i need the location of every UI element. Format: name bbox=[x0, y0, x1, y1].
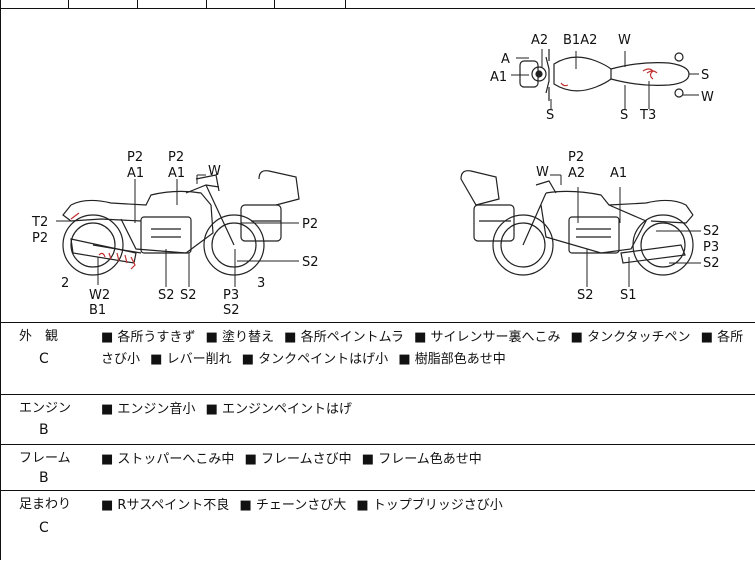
section-engine: エンジン B エンジン音小 エンジンペイントはげ bbox=[0, 394, 755, 445]
item: サイレンサー裏へこみ bbox=[414, 330, 560, 345]
item: フレームさび中 bbox=[245, 452, 352, 467]
item: 樹脂部色あせ中 bbox=[398, 352, 505, 367]
label-right-a2: A2 bbox=[568, 166, 585, 181]
item: タンクペイントはげ小 bbox=[242, 352, 388, 367]
label-right-s2c: S2 bbox=[577, 288, 594, 303]
section-grade: B bbox=[39, 422, 49, 438]
motorcycle-diagram-svg: A A1 A2 B1A2 W S W S S T3 P2 A1 P2 A1 W … bbox=[31, 33, 720, 318]
section-grade: C bbox=[39, 520, 49, 536]
section-frame: フレーム B ストッパーへこみ中 フレームさび中 フレーム色あせ中 bbox=[0, 444, 755, 491]
section-items: 各所うすきず 塗り替え 各所ペイントムラ サイレンサー裏へこみ タンクタッチペン… bbox=[101, 327, 749, 371]
item: 各所うすきず bbox=[101, 330, 195, 345]
label-left-p2c: P2 bbox=[32, 231, 48, 246]
left-side-leaders bbox=[56, 174, 299, 287]
diagram-labels: A A1 A2 B1A2 W S W S S T3 P2 A1 P2 A1 W … bbox=[31, 33, 720, 318]
section-grade: B bbox=[39, 470, 49, 486]
label-left-a1a: A1 bbox=[127, 166, 144, 181]
label-top-s3: S bbox=[620, 108, 628, 123]
label-right-a1: A1 bbox=[610, 166, 627, 181]
label-top-a2: A2 bbox=[531, 33, 548, 48]
label-right-p3: P3 bbox=[703, 240, 719, 255]
left-side-motorcycle bbox=[62, 170, 300, 276]
label-left-a1b: A1 bbox=[168, 166, 185, 181]
item: ストッパーへこみ中 bbox=[101, 452, 234, 467]
section-suspension: 足まわり C Rサスペイント不良 チェーンさび大 トップブリッジさび小 bbox=[0, 490, 755, 560]
label-left-p2b: P2 bbox=[168, 150, 184, 165]
section-grade: C bbox=[39, 351, 49, 367]
label-right-w: W bbox=[536, 165, 549, 180]
right-side-leaders bbox=[550, 174, 701, 287]
item: タンクタッチペン bbox=[571, 330, 691, 345]
label-left-p3: P3 bbox=[223, 288, 239, 303]
label-right-s2b: S2 bbox=[703, 256, 720, 271]
label-left-2: 2 bbox=[61, 276, 69, 291]
label-top-s1: S bbox=[701, 68, 709, 83]
label-right-s2a: S2 bbox=[703, 224, 720, 239]
label-left-b1: B1 bbox=[89, 303, 106, 318]
label-left-p2d: P2 bbox=[302, 217, 318, 232]
label-top-a: A bbox=[501, 52, 510, 67]
item: フレーム色あせ中 bbox=[362, 452, 482, 467]
top-view-motorcycle bbox=[519, 49, 690, 101]
label-top-a1: A1 bbox=[490, 70, 507, 85]
label-left-s2d: S2 bbox=[302, 255, 319, 270]
label-right-p2: P2 bbox=[568, 150, 584, 165]
label-top-b1a2: B1A2 bbox=[563, 33, 597, 48]
item: 各所ペイントムラ bbox=[284, 330, 404, 345]
item: 塗り替え bbox=[206, 330, 274, 345]
label-left-w2: W2 bbox=[89, 288, 110, 303]
section-items: Rサスペイント不良 チェーンさび大 トップブリッジさび小 bbox=[101, 495, 509, 517]
label-left-3: 3 bbox=[257, 276, 265, 291]
section-category: 足まわり bbox=[19, 497, 72, 512]
section-items: エンジン音小 エンジンペイントはげ bbox=[101, 399, 358, 421]
item: チェーンさび大 bbox=[239, 498, 346, 513]
label-top-w2: W bbox=[701, 90, 714, 105]
section-category: フレーム bbox=[19, 451, 71, 466]
right-side-motorcycle bbox=[460, 170, 694, 276]
section-items: ストッパーへこみ中 フレームさび中 フレーム色あせ中 bbox=[101, 449, 488, 471]
label-top-t3: T3 bbox=[639, 108, 656, 123]
item: トップブリッジさび小 bbox=[356, 498, 502, 513]
label-right-s1: S1 bbox=[620, 288, 637, 303]
label-left-p2a: P2 bbox=[127, 150, 143, 165]
section-exterior: 外 観 C 各所うすきず 塗り替え 各所ペイントムラ サイレンサー裏へこみ タン… bbox=[0, 322, 755, 395]
item: レバー削れ bbox=[150, 352, 231, 367]
section-category: 外 観 bbox=[19, 329, 59, 344]
label-left-s2c: S2 bbox=[223, 303, 240, 318]
item: Rサスペイント不良 bbox=[101, 498, 229, 513]
label-left-w: W bbox=[208, 164, 221, 179]
label-left-s2b: S2 bbox=[180, 288, 197, 303]
top-view-leaders bbox=[511, 49, 699, 109]
label-top-s2: S bbox=[546, 108, 554, 123]
section-category: エンジン bbox=[19, 401, 72, 416]
label-left-t2: T2 bbox=[31, 215, 48, 230]
item: エンジンペイントはげ bbox=[206, 402, 352, 417]
table-top-strip bbox=[0, 0, 755, 9]
label-left-s2a: S2 bbox=[158, 288, 175, 303]
label-top-w1: W bbox=[618, 33, 631, 48]
item: エンジン音小 bbox=[101, 402, 195, 417]
damage-diagram: A A1 A2 B1A2 W S W S S T3 P2 A1 P2 A1 W … bbox=[0, 9, 755, 323]
